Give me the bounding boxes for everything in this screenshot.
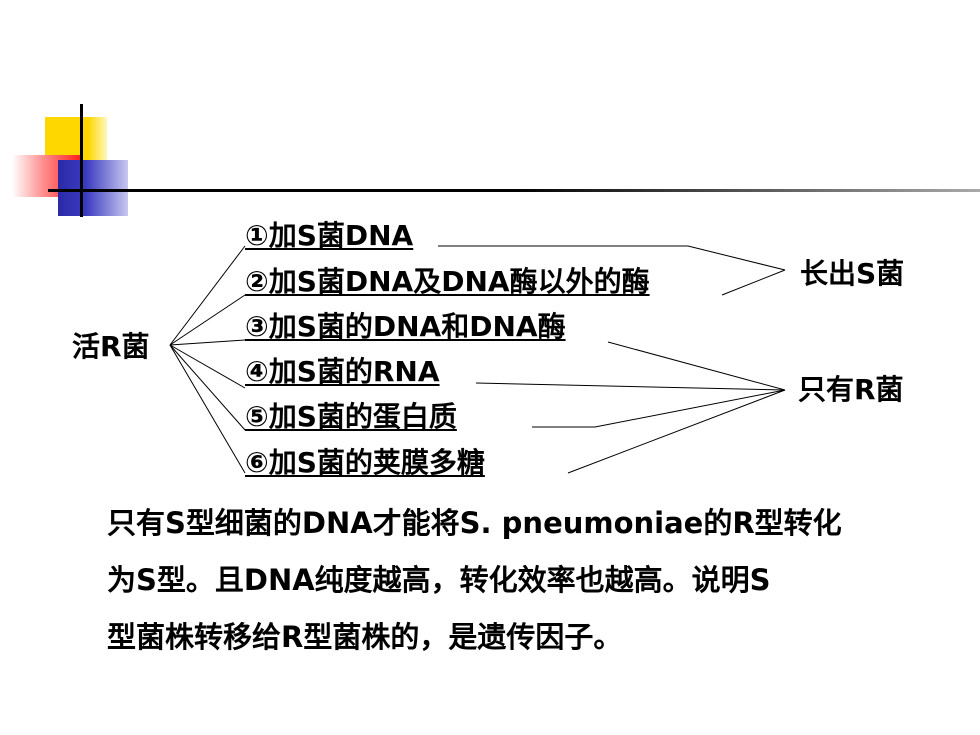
connector-out-5b [594, 389, 786, 428]
connector-source-3 [169, 339, 246, 346]
connector-source-1 [169, 245, 246, 346]
connector-out-1b [687, 245, 786, 271]
connector-out-3 [607, 341, 786, 391]
option-4: ④加S菌的RNA [245, 355, 440, 388]
decor-blue-square [58, 160, 128, 216]
paragraph-line-1: 只有S型细菌的DNA才能将S. pneumoniae的R型转化 [107, 506, 842, 540]
connector-source-4 [169, 344, 246, 389]
source-label: 活R菌 [72, 330, 150, 363]
option-6: ⑥加S菌的荚膜多糖 [245, 446, 485, 479]
conclusion-paragraph: 只有S型细菌的DNA才能将S. pneumoniae的R型转化 为S型。且DNA… [107, 495, 957, 666]
paragraph-line-2: 为S型。且DNA纯度越高，转化效率也越高。说明S [107, 563, 771, 597]
option-1: ①加S菌DNA [245, 219, 414, 252]
connector-source-6 [169, 344, 246, 474]
decor-vertical-line [80, 104, 83, 217]
connector-out-4 [475, 382, 786, 391]
option-2: ②加S菌DNA及DNA酶以外的酶 [245, 265, 650, 298]
paragraph-line-3: 型菌株转移给R型菌株的，是遗传因子。 [107, 620, 623, 654]
outcome-grows-s: 长出S菌 [800, 257, 905, 290]
connector-source-5 [169, 344, 246, 431]
option-5: ⑤加S菌的蛋白质 [245, 400, 457, 433]
connector-out-6 [567, 389, 786, 474]
connector-source-2 [169, 294, 246, 346]
outcome-only-r: 只有R菌 [798, 373, 904, 406]
connector-out-2 [721, 269, 786, 296]
title-divider-line [48, 189, 980, 192]
option-3: ③加S菌的DNA和DNA酶 [245, 310, 566, 343]
